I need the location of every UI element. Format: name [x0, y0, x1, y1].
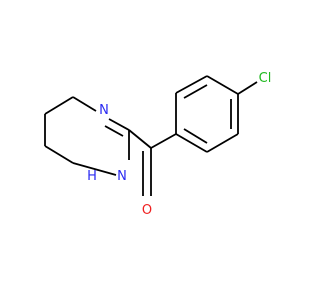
- atom-label-n-lower: N: [117, 169, 127, 184]
- atom-label-oxygen: O: [142, 203, 152, 218]
- bond-phenyl-inner-1: [183, 84, 208, 99]
- bond-ring-n3-c2-double: [104, 125, 124, 137]
- bond-phenyl-inner-3: [183, 128, 208, 144]
- atom-label-chlorine: Cl: [259, 71, 272, 86]
- bond-c2-carbonyl-carbon: [128, 129, 152, 149]
- bond-ring-n1-c6: [72, 162, 117, 176]
- atom-label-h-lower: H: [87, 169, 97, 184]
- bond-ring-c6-c-alpha: [44, 145, 74, 164]
- bond-phenyl-cl: [237, 81, 258, 95]
- bond-ring-c4-n3: [72, 96, 97, 112]
- bond-ring-n3-c2: [108, 118, 130, 131]
- bond-phenyl-3-4: [206, 75, 239, 95]
- bond-phenyl-2-3: [175, 75, 208, 94]
- molecule-structure: N N H O Cl: [44, 71, 272, 218]
- atom-label-n-upper: N: [99, 103, 109, 118]
- bond-ring-c5-c4: [44, 96, 74, 115]
- bond-phenyl-6-1: [175, 133, 208, 153]
- bond-phenyl-5-6: [206, 133, 239, 153]
- bond-carbonyl-phenyl: [150, 133, 177, 149]
